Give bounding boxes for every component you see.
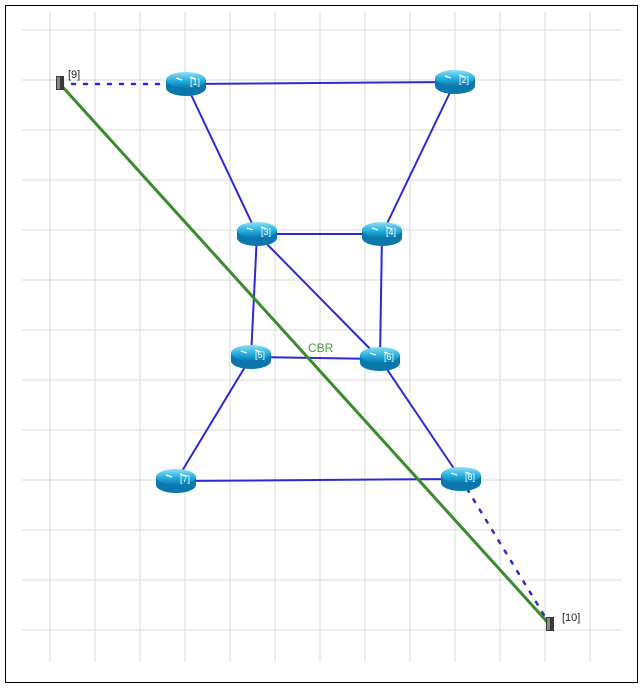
cbr-flow-label: CBR <box>308 341 334 355</box>
router-label: [2] <box>459 75 469 85</box>
link-r6-r8[interactable] <box>379 358 462 480</box>
router-icon <box>362 222 402 246</box>
router-icon <box>435 70 475 94</box>
link-r5-r6[interactable] <box>250 356 381 360</box>
host-node-10[interactable]: [10] <box>546 612 580 631</box>
traffic-flows: CBR <box>58 82 552 627</box>
grid <box>22 12 622 662</box>
router-node-1[interactable]: [1] <box>166 72 206 96</box>
router-label: [6] <box>384 352 394 362</box>
link-r5-r7[interactable] <box>175 356 252 482</box>
router-node-5[interactable]: [5] <box>231 345 271 369</box>
router-node-3[interactable]: [3] <box>237 222 277 246</box>
link-r3-r5[interactable] <box>250 233 258 358</box>
topology-canvas <box>5 5 638 683</box>
router-label: [4] <box>386 227 396 237</box>
router-node-4[interactable]: [4] <box>362 222 402 246</box>
link-r1-r2[interactable] <box>185 81 456 85</box>
router-icon <box>237 222 277 246</box>
link-r7-r8[interactable] <box>175 478 462 482</box>
host-icon <box>546 617 554 631</box>
host-icon <box>56 76 64 90</box>
router-icon <box>166 72 206 96</box>
router-icon <box>231 345 271 369</box>
host-label: [10] <box>562 612 580 624</box>
wireless-link-r8-h10[interactable] <box>459 477 552 627</box>
router-icon <box>156 469 196 493</box>
router-node-6[interactable]: [6] <box>360 347 400 371</box>
link-r1-r3[interactable] <box>185 83 258 235</box>
router-label: [5] <box>255 350 265 360</box>
host-label: [9] <box>68 69 80 81</box>
router-label: [3] <box>261 227 271 237</box>
router-label: [7] <box>180 474 190 484</box>
link-r4-r6[interactable] <box>379 233 383 360</box>
host-node-9[interactable]: [9] <box>56 69 80 90</box>
nodes: [1] [2] [3] [4] [5] [6] [7] [8] [9] [10] <box>56 69 580 631</box>
link-r2-r4[interactable] <box>381 81 456 235</box>
router-label: [1] <box>190 77 200 87</box>
cbr-flow-line[interactable] <box>58 82 552 627</box>
router-icon <box>360 347 400 371</box>
router-node-2[interactable]: [2] <box>435 70 475 94</box>
router-label: [8] <box>465 472 475 482</box>
router-icon <box>441 467 481 491</box>
router-node-7[interactable]: [7] <box>156 469 196 493</box>
links <box>58 81 552 627</box>
link-r3-r6[interactable] <box>256 233 381 360</box>
router-node-8[interactable]: [8] <box>441 467 481 491</box>
